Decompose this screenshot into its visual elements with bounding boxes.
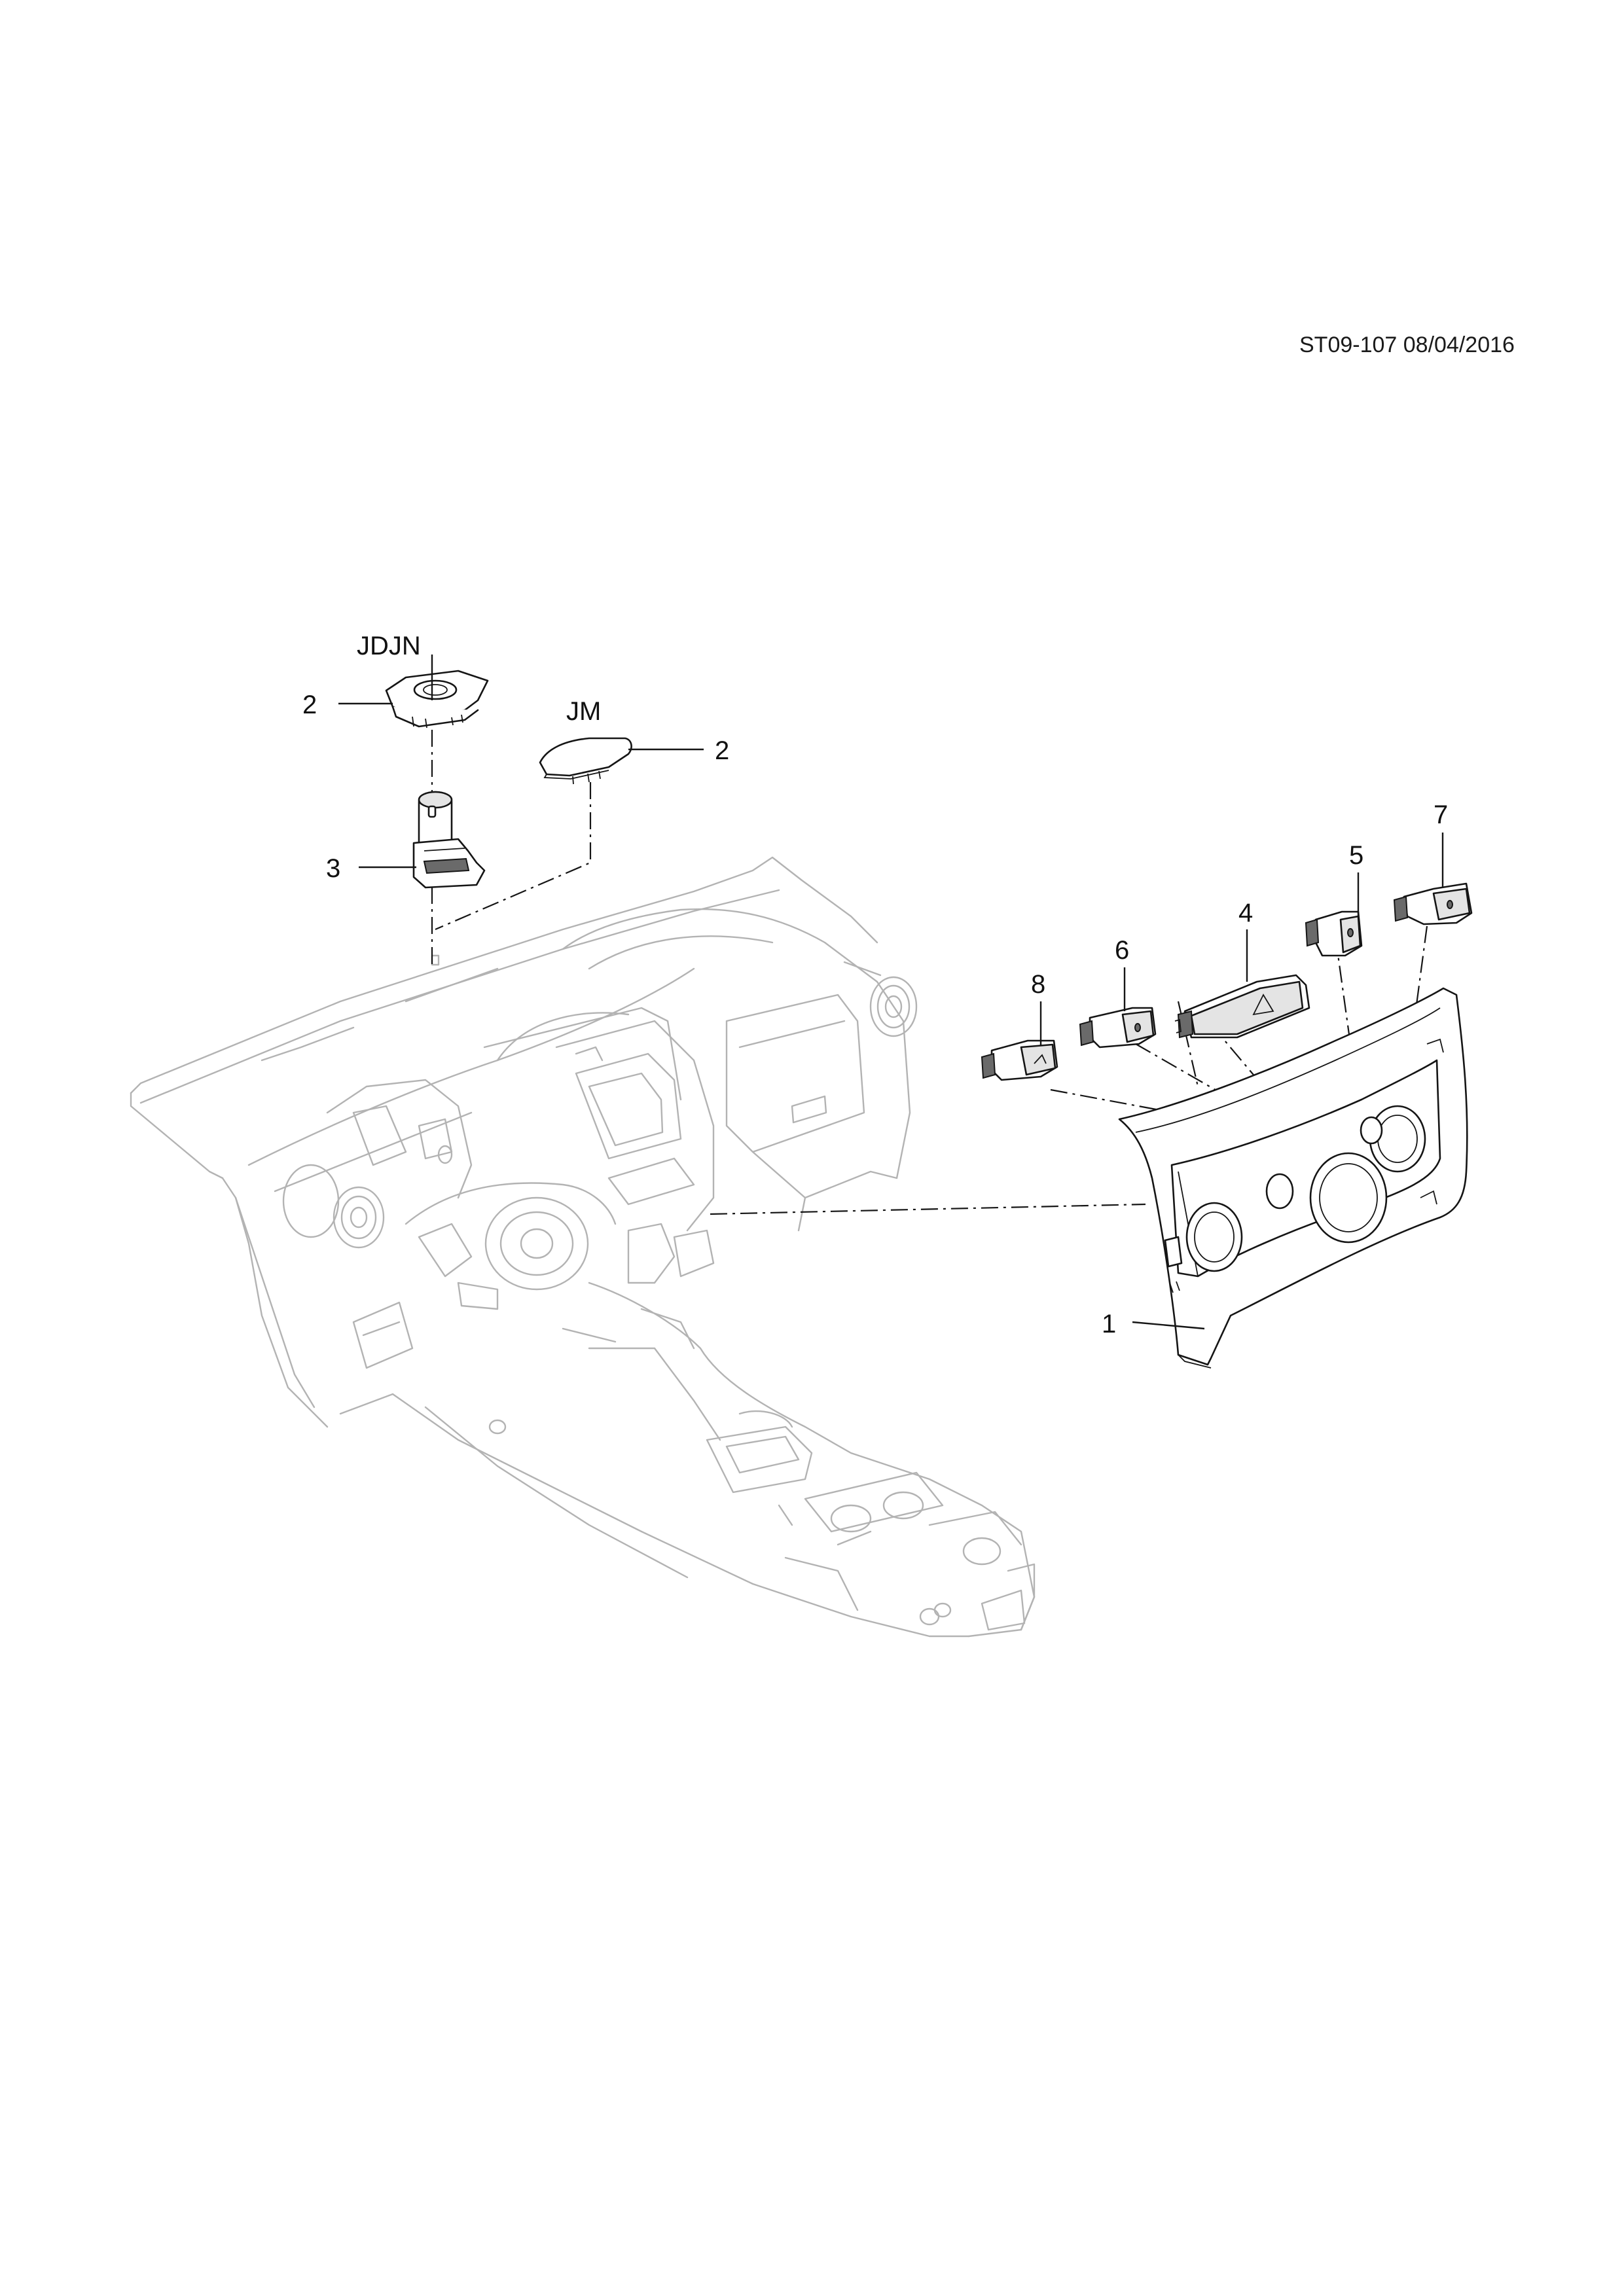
- part-7-switch: [1393, 882, 1473, 925]
- part-1-center-bezel: [1118, 987, 1468, 1369]
- callout-2-right: 2: [715, 736, 729, 765]
- callout-3: 3: [326, 854, 340, 883]
- part-4-hazard-switch: [1174, 974, 1310, 1039]
- part-5-switch: [1305, 910, 1363, 957]
- callout-8: 8: [1031, 970, 1045, 999]
- callout-4: 4: [1238, 899, 1253, 927]
- callout-7: 7: [1434, 800, 1448, 829]
- callout-jdjn: JDJN: [357, 632, 421, 660]
- callout-5: 5: [1349, 841, 1363, 870]
- part-3-push-switch: [412, 791, 486, 889]
- part-8-switch: [981, 1039, 1058, 1081]
- callout-jm: JM: [566, 697, 601, 726]
- callout-2-upper: 2: [302, 691, 317, 719]
- instrument-panel-outline: [130, 856, 1036, 1638]
- callouts: JDJN 2 JM 2 3 4 5 6 7 8 1: [302, 632, 1448, 1338]
- callout-1: 1: [1102, 1310, 1116, 1338]
- document-code: ST09-107 08/04/2016: [1299, 332, 1515, 357]
- part-6-switch: [1079, 1007, 1157, 1049]
- part-2-blank-cover: [539, 737, 632, 785]
- callout-6: 6: [1115, 936, 1129, 965]
- part-2-trim-bezel-with-opening: [385, 670, 489, 728]
